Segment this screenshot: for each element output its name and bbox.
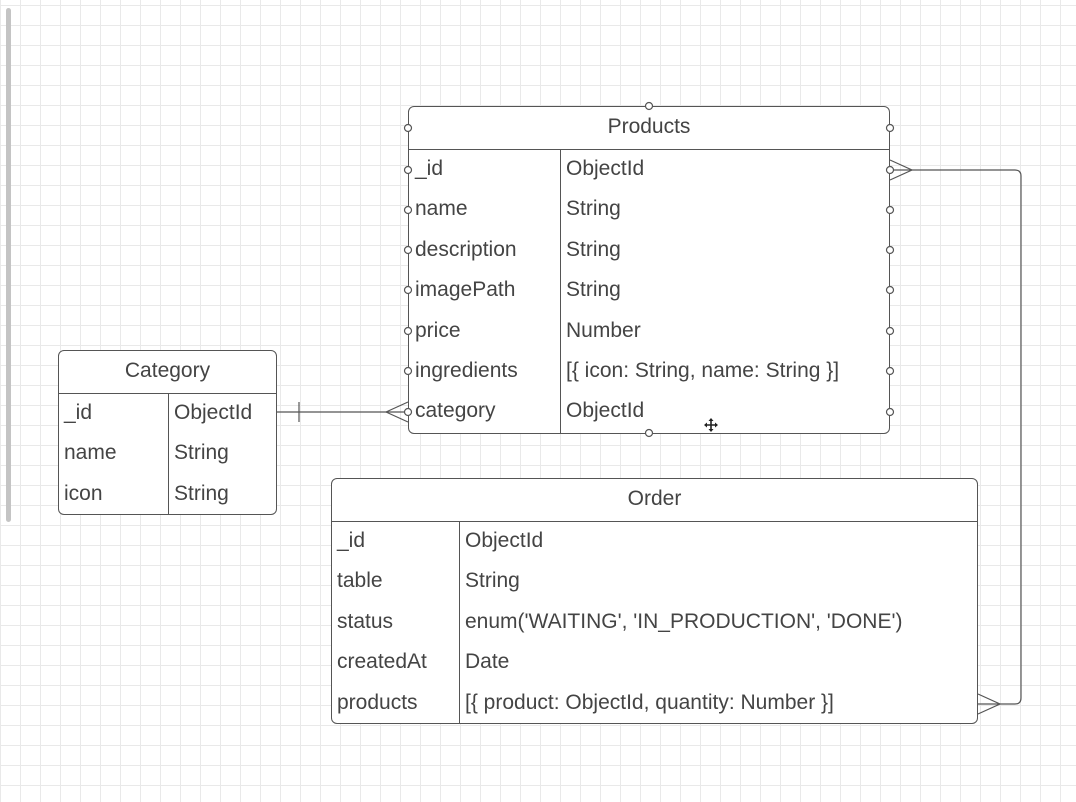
entity-row[interactable]: ingredients [{ icon: String, name: String…: [409, 352, 889, 392]
entity-row[interactable]: _id ObjectId: [332, 522, 977, 562]
field-name: price: [415, 318, 461, 342]
field-type: enum('WAITING', 'IN_PRODUCTION', 'DONE'): [465, 609, 903, 633]
field-name: name: [64, 441, 117, 465]
field-type: String: [566, 278, 621, 302]
entity-row[interactable]: status enum('WAITING', 'IN_PRODUCTION', '…: [332, 603, 977, 643]
field-name: table: [337, 569, 383, 593]
field-type: String: [566, 237, 621, 261]
entity-row[interactable]: table String: [332, 562, 977, 602]
field-name: createdAt: [337, 650, 427, 674]
entity-row[interactable]: products [{ product: ObjectId, quantity: …: [332, 684, 977, 724]
many-cardinality-marker: [889, 159, 914, 181]
entity-row[interactable]: description String: [409, 231, 889, 271]
field-type: ObjectId: [566, 399, 645, 423]
entity-title: Products: [409, 107, 889, 150]
entity-order[interactable]: Order _id ObjectId table String status enum…: [331, 478, 978, 724]
field-type: [{ icon: String, name: String }]: [566, 358, 840, 382]
entity-title: Order: [332, 479, 977, 522]
field-type: ObjectId: [465, 529, 544, 552]
field-name: products: [337, 690, 418, 714]
field-name: _id: [337, 529, 366, 552]
field-name: _id: [415, 157, 444, 180]
field-type: String: [174, 441, 229, 465]
field-name: description: [415, 237, 517, 261]
vertical-scrollbar[interactable]: [6, 8, 11, 522]
field-type: String: [566, 197, 621, 221]
entity-row[interactable]: _id ObjectId: [59, 394, 276, 434]
field-name: category: [415, 399, 496, 423]
entity-title: Category: [59, 351, 276, 394]
entity-row[interactable]: _id ObjectId: [409, 150, 889, 190]
entity-row[interactable]: imagePath String: [409, 271, 889, 311]
field-type: ObjectId: [174, 401, 253, 424]
many-cardinality-marker: [977, 693, 1002, 715]
field-name: name: [415, 197, 468, 221]
entity-row[interactable]: name String: [59, 434, 276, 474]
column-divider: [168, 394, 169, 514]
column-divider: [459, 522, 460, 723]
field-type: Number: [566, 318, 641, 342]
entity-row[interactable]: price Number: [409, 312, 889, 352]
entity-row[interactable]: category ObjectId: [409, 392, 889, 432]
entity-row[interactable]: name String: [409, 190, 889, 230]
field-name: imagePath: [415, 278, 516, 302]
entity-row[interactable]: icon String: [59, 475, 276, 515]
field-type: String: [465, 569, 520, 593]
field-type: [{ product: ObjectId, quantity: Number }…: [465, 690, 834, 714]
field-name: status: [337, 609, 394, 633]
field-name: ingredients: [415, 358, 518, 382]
field-type: ObjectId: [566, 157, 645, 180]
entity-row[interactable]: createdAt Date: [332, 643, 977, 683]
field-name: icon: [64, 481, 103, 505]
field-type: String: [174, 481, 229, 505]
field-type: Date: [465, 650, 510, 674]
column-divider: [560, 150, 561, 433]
many-cardinality-marker: [385, 401, 409, 423]
field-name: _id: [64, 401, 93, 424]
